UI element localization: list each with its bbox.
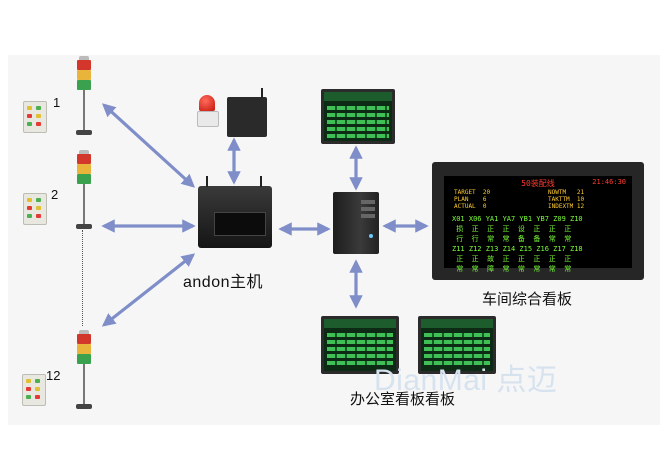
workshop-board-stats-left: TARGET 20 PLAN 6 ACTUAL 0: [454, 189, 491, 210]
watermark: DianMai 点迈: [374, 364, 558, 397]
station-number-2: 2: [51, 187, 59, 202]
workshop-board-screen: 50装配线 21:46:30 TARGET 20 PLAN 6 ACTUAL 0…: [444, 176, 632, 273]
arrow-station1-host: [102, 103, 195, 188]
workshop-board: 50装配线 21:46:30 TARGET 20 PLAN 6 ACTUAL 0…: [432, 162, 644, 280]
workshop-board-stats-right: NOWTM 21 TAKTTM 10 INDEXTM 12: [548, 189, 585, 210]
call-box-12: [22, 374, 46, 406]
monitor-top: [321, 89, 395, 144]
workshop-board-label: 车间综合看板: [482, 291, 573, 308]
tower-light-1: [73, 56, 95, 136]
server-tower: [333, 192, 379, 254]
station-number-12: 12: [46, 368, 61, 383]
workshop-board-time: 21:46:30: [592, 178, 626, 186]
wireless-receiver: [227, 88, 267, 137]
workshop-board-title: 50装配线: [521, 179, 555, 188]
call-box-1: [23, 101, 47, 133]
strobe-light-base: [197, 111, 219, 127]
stations-continuation-dots: [82, 230, 83, 326]
office-monitor-1: [321, 316, 399, 374]
tower-light-12: [73, 330, 95, 410]
office-monitor-2: [418, 316, 496, 374]
office-board-label: 办公室看板看板: [350, 391, 456, 408]
arrow-station12-host: [101, 253, 196, 327]
strobe-light: [199, 95, 215, 111]
call-box-2: [23, 193, 47, 225]
tower-light-2: [73, 150, 95, 230]
andon-host-device: [198, 176, 272, 248]
andon-host-label: andon主机: [183, 274, 263, 291]
station-number-1: 1: [53, 95, 61, 110]
workshop-board-status-grid: X01 X06 YA1 YA7 YB1 YB7 Z09 Z10 损 正 正 正 …: [452, 215, 583, 273]
